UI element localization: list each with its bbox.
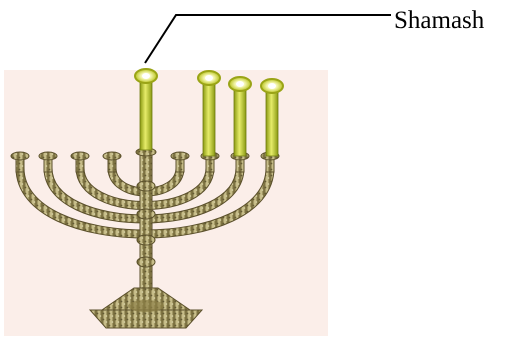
menorah-stem-knob <box>137 235 155 245</box>
menorah-stem-knob <box>137 181 155 191</box>
candle-flame-core <box>205 75 213 81</box>
candle-flame-core <box>142 73 150 79</box>
menorah-cup <box>39 152 57 160</box>
menorah-base-boss <box>128 300 164 312</box>
menorah-stem-knob <box>137 209 155 219</box>
menorah-cup <box>171 152 189 160</box>
branch-candle <box>234 86 246 156</box>
shamash-label: Shamash <box>394 6 484 36</box>
shamash-candle <box>140 78 152 150</box>
branch-candle <box>266 88 278 156</box>
menorah-stem <box>140 150 152 290</box>
menorah-base-bottom <box>90 310 202 328</box>
candle-flame-core <box>268 83 276 89</box>
menorah-cup <box>71 152 89 160</box>
callout-leader-line <box>145 15 391 63</box>
menorah-cup <box>103 152 121 160</box>
candle-flame-core <box>236 81 244 87</box>
menorah-stem-knob <box>137 257 155 267</box>
branch-candle <box>203 80 215 156</box>
menorah-cup <box>11 152 29 160</box>
